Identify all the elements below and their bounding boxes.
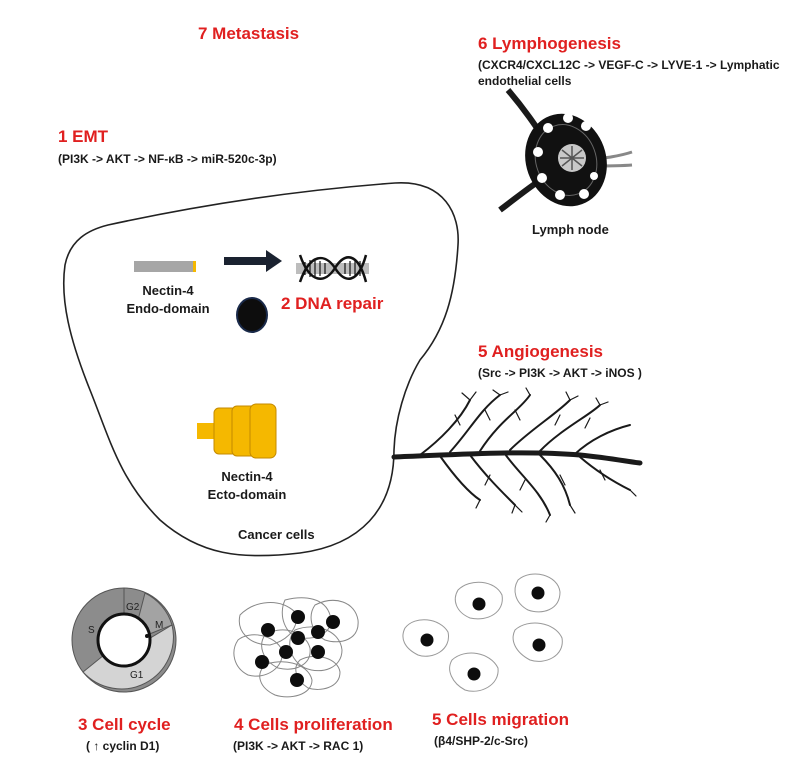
proliferation-cluster [233, 597, 359, 698]
nectin-ecto-line2: Ecto-domain [207, 487, 287, 502]
nucleus [236, 297, 268, 333]
nectin-endo-line2: Endo-domain [126, 301, 210, 316]
cell-cycle-sub: ( ↑ cyclin D1) [86, 739, 160, 753]
cancer-cells-label: Cancer cells [238, 527, 315, 542]
lymphogenesis-title: 6 Lymphogenesis [478, 34, 621, 53]
lymph-node-icon [498, 88, 633, 213]
angiogenesis-pathway: (Src -> PI3K -> AKT -> iNOS ) [478, 366, 642, 380]
migration-cells [402, 573, 563, 692]
arrow-right-icon [224, 250, 282, 272]
angiogenesis-title: 5 Angiogenesis [478, 342, 604, 361]
nectin-ecto-label: Nectin-4 Ecto-domain [197, 468, 297, 504]
nectin-endo-domain-bar [134, 261, 194, 272]
cell-cycle-ring [71, 587, 177, 693]
blood-vessel-icon [391, 387, 643, 523]
emt-pathway: (PI3K -> AKT -> NF-κB -> miR-520c-3p) [58, 152, 277, 166]
nectin-endo-label: Nectin-4 Endo-domain [118, 282, 218, 318]
lymphogenesis-pathway-line1: (CXCR4/CXCL12C -> VEGF-C -> LYVE-1 -> Ly… [478, 58, 780, 72]
phase-m-label: M [155, 620, 164, 631]
phase-g2-label: G2 [126, 602, 140, 613]
proliferation-title: 4 Cells proliferation [234, 715, 393, 734]
nectin-ecto-domain-icon [197, 403, 277, 459]
phase-g1-label: G1 [130, 670, 144, 681]
cell-cycle-title: 3 Cell cycle [78, 715, 171, 734]
nectin-endo-line1: Nectin-4 [142, 283, 194, 298]
emt-title: 1 EMT [58, 127, 109, 146]
nectin-endo-domain-tip [193, 261, 196, 272]
lymphogenesis-pathway-line2: endothelial cells [478, 74, 572, 88]
nectin-ecto-line1: Nectin-4 [221, 469, 273, 484]
phase-s-label: S [88, 625, 95, 636]
dna-helix-icon [296, 254, 369, 283]
migration-pathway: (β4/SHP-2/c-Src) [434, 734, 529, 748]
lymph-node-label: Lymph node [532, 222, 609, 237]
proliferation-pathway: (PI3K -> AKT -> RAC 1) [233, 739, 364, 753]
cancer-cell-outline [62, 182, 459, 557]
metastasis-title: 7 Metastasis [198, 24, 300, 43]
migration-title: 5 Cells migration [432, 710, 569, 729]
dna-repair-title: 2 DNA repair [281, 294, 384, 313]
